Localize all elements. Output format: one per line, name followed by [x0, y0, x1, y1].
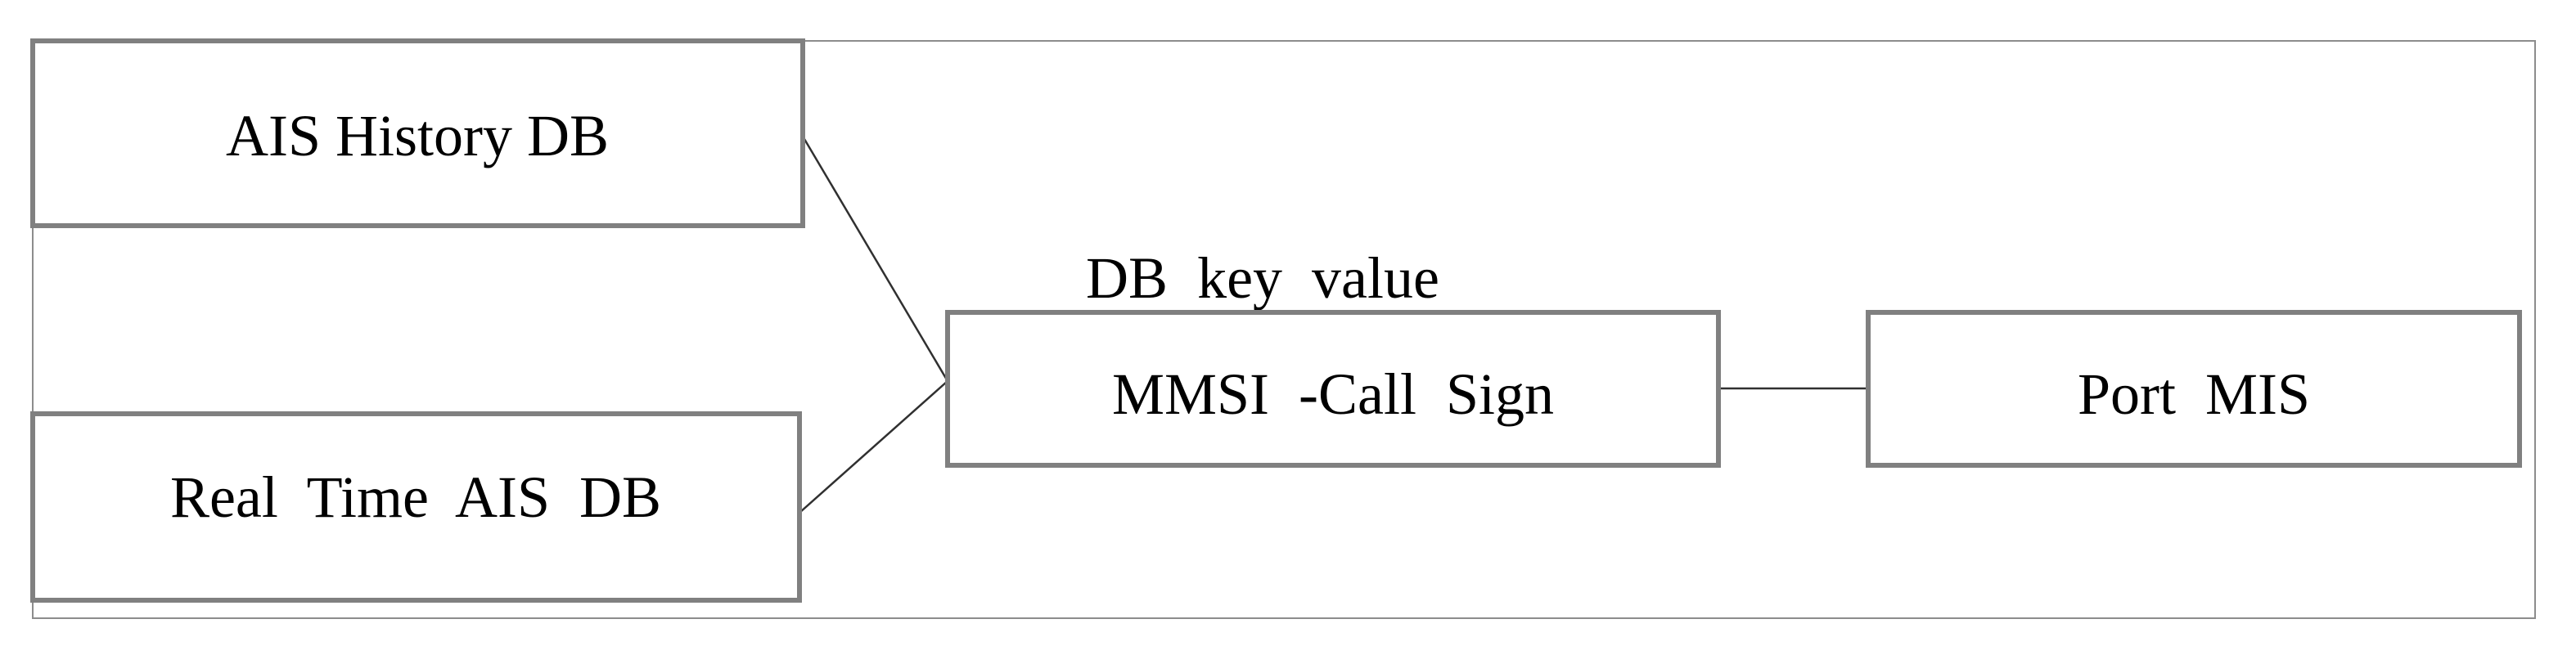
node-mmsi-call-sign: MMSI -Call Sign: [945, 310, 1721, 468]
node-mmsi-call-sign-label: MMSI -Call Sign: [1112, 361, 1554, 427]
node-real-time-ais-db-box: [30, 411, 802, 603]
node-port-mis: Port MIS: [1866, 310, 2522, 468]
outer-frame: [32, 40, 2536, 619]
annotation-db-key-value: DB key value: [1086, 245, 1439, 311]
node-ais-history-db-box: [30, 38, 805, 228]
node-real-time-ais-db-label: Real Time AIS DB: [170, 464, 661, 530]
node-ais-history-db-label: AIS History DB: [226, 103, 609, 168]
node-port-mis-box: [1866, 310, 2522, 468]
node-mmsi-call-sign-box: [945, 310, 1721, 468]
node-ais-history-db: AIS History DB: [30, 38, 805, 228]
connector-real-time-to-mmsi: [799, 380, 948, 514]
node-real-time-ais-db: Real Time AIS DB: [30, 411, 802, 603]
node-port-mis-label: Port MIS: [2078, 361, 2310, 427]
connector-ais-history-to-mmsi: [800, 134, 949, 382]
